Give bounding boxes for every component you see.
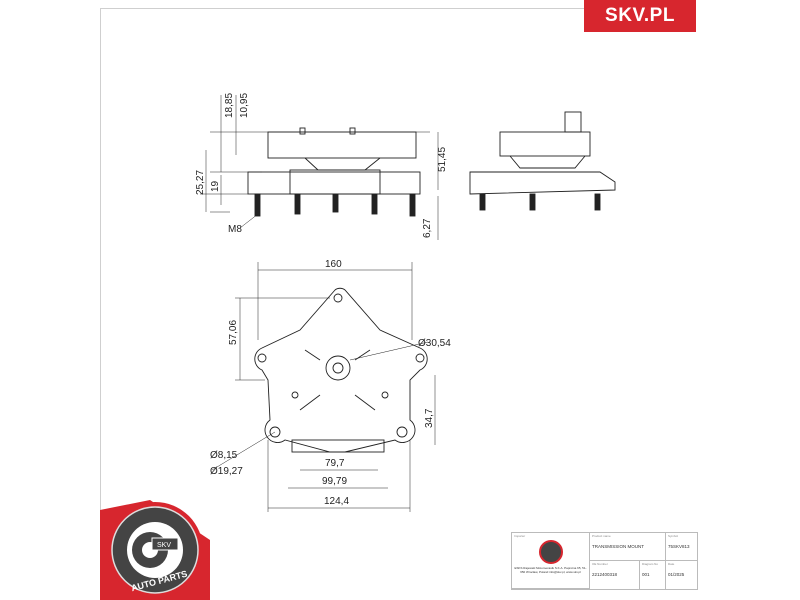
importer-text: ESKS Rajewski Motoroecasik S.K.A. Paprot… bbox=[514, 566, 587, 574]
dim-10-95: 10,95 bbox=[239, 93, 250, 118]
side-view-front bbox=[200, 95, 439, 240]
thread-label: M8 bbox=[228, 224, 242, 235]
dim-57-06: 57,06 bbox=[228, 320, 239, 345]
importer-label: Importer bbox=[514, 534, 526, 538]
top-view bbox=[211, 262, 436, 512]
dim-160: 160 bbox=[325, 259, 342, 270]
dim-6-27: 6,27 bbox=[422, 218, 433, 238]
dim-79-7: 79,7 bbox=[325, 458, 345, 469]
importer-logo bbox=[538, 540, 563, 564]
skv-auto-parts-logo: SKV AUTO PARTS bbox=[100, 500, 210, 600]
dim-124-4: 124,4 bbox=[324, 496, 349, 507]
dim-18-85: 18,85 bbox=[224, 93, 235, 118]
dim-hole-outer: Ø19,27 bbox=[210, 466, 243, 477]
symbol-label: Symbol bbox=[668, 534, 679, 538]
dim-34-7: 34,7 bbox=[424, 408, 435, 428]
logo-center-text: SKV bbox=[157, 542, 171, 549]
brand-badge[interactable]: SKV.PL bbox=[584, 0, 696, 32]
dim-hole-big: Ø30,54 bbox=[418, 338, 451, 349]
oe-number: 2212400318 bbox=[592, 572, 618, 577]
date: 01/2025 bbox=[668, 572, 685, 577]
dim-99-79: 99,79 bbox=[322, 476, 347, 487]
product-name: TRANSMISSION MOUNT bbox=[592, 544, 645, 549]
oe-label: OE Number bbox=[592, 562, 608, 566]
dim-51-45: 51,45 bbox=[437, 147, 448, 172]
drawing-frame bbox=[100, 8, 691, 594]
title-block: Importer ESKS Rajewski Motoroecasik S.K.… bbox=[511, 532, 698, 590]
dim-hole-small: Ø8,15 bbox=[210, 450, 238, 461]
dim-19: 19 bbox=[210, 180, 221, 192]
side-view-lateral bbox=[469, 111, 616, 211]
diagram-label: Diagram No bbox=[642, 562, 659, 566]
date-label: Date bbox=[668, 562, 675, 566]
dim-25-27: 25,27 bbox=[195, 170, 206, 195]
product-name-label: Product name bbox=[592, 534, 611, 538]
symbol: 75SKV813 bbox=[668, 544, 690, 549]
diagram-no: 001 bbox=[642, 572, 650, 577]
